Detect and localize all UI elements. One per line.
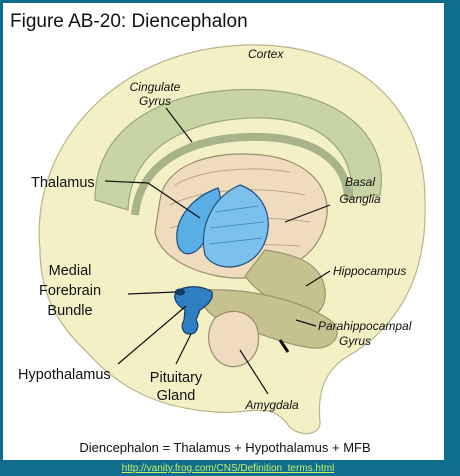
label-parahippocampal-line2: Gyrus (339, 334, 371, 348)
label-basal-line1: Basal (345, 175, 375, 189)
label-mfb-line1: Medial (49, 263, 92, 279)
label-mfb-line3: Bundle (47, 303, 92, 319)
leader-pituitary (175, 333, 192, 365)
label-hypothalamus: Hypothalamus (18, 367, 111, 383)
leader-cingulate (165, 107, 193, 143)
hypothalamus-shape (174, 286, 213, 335)
label-pituitary-line2: Gland (157, 388, 196, 404)
corpus-arc (131, 132, 352, 216)
label-hippocampus: Hippocampus (333, 264, 406, 278)
leader-hypothalamus (117, 305, 187, 365)
label-cortex: Cortex (248, 47, 284, 61)
label-mfb-line2: Forebrain (39, 283, 101, 299)
label-thalamus: Thalamus (31, 175, 95, 191)
leader-parahippocampal (295, 319, 317, 327)
label-basal-line2: Ganglia (339, 192, 381, 206)
cingulate-gyrus-shape (94, 88, 382, 211)
label-cingulate-line1: Cingulate (130, 80, 181, 94)
figure-caption: Diencephalon = Thalamus + Hypothalamus +… (79, 440, 370, 455)
thalamus-stripes (208, 205, 265, 245)
leader-hippocampus (305, 270, 331, 287)
figure-title: Figure AB-20: Diencephalon (10, 11, 248, 32)
leader-basal-ganglia (284, 204, 331, 223)
source-link[interactable]: http://vanity.frog.com/CNS/Definition_te… (122, 463, 335, 474)
parahippocampal-gyrus-shape (201, 289, 338, 349)
label-cingulate-line2: Gyrus (139, 94, 171, 108)
label-amygdala: Amygdala (244, 398, 299, 412)
thalamus-right-lobe (202, 184, 269, 268)
cortex-notch (278, 339, 290, 353)
label-pituitary-line1: Pituitary (150, 370, 203, 386)
leader-mfb (127, 291, 177, 295)
leader-amygdala (239, 349, 269, 395)
leader-thalamus (104, 180, 201, 219)
mfb-node (175, 288, 185, 296)
amygdala-shape (207, 310, 260, 368)
label-parahippocampal-line1: Parahippocampal (318, 319, 412, 333)
